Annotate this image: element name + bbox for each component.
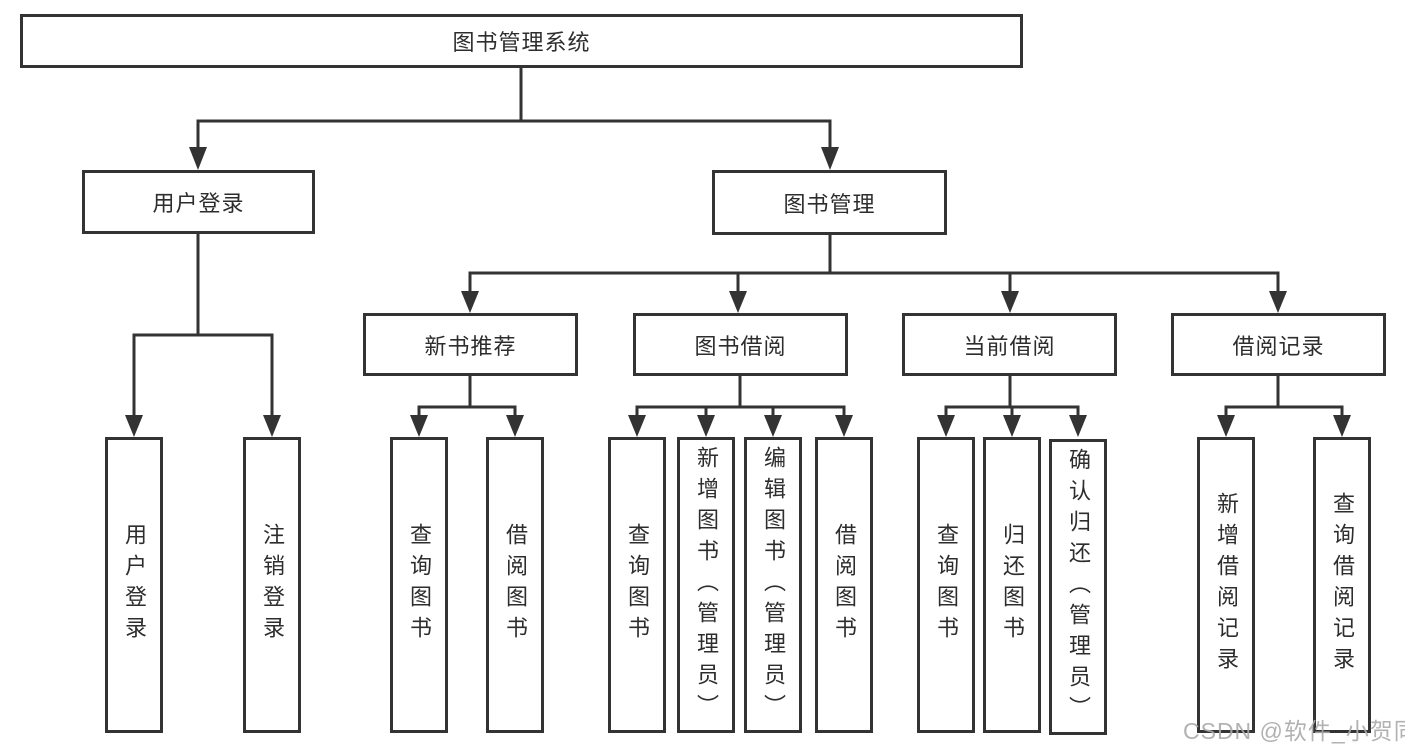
node-book-management: 图书管理 (712, 170, 947, 235)
leaf-return-book: 归还图书 (983, 437, 1041, 733)
csdn-watermark: CSDN @软件_小贺同学 (1183, 718, 1405, 744)
node-root-label: 图书管理系统 (452, 30, 591, 55)
leaf-query-borrow-record-label: 查询借阅记录 (1330, 492, 1355, 678)
leaf-add-borrow-record: 新增借阅记录 (1197, 437, 1255, 733)
leaf-user-login-label: 用户登录 (122, 523, 147, 647)
leaf-query-borrow-record: 查询借阅记录 (1313, 437, 1371, 733)
node-current-borrow: 当前借阅 (902, 313, 1117, 376)
node-borrow-records: 借阅记录 (1171, 313, 1386, 376)
node-book-management-label: 图书管理 (783, 191, 876, 217)
leaf-query-books-2: 查询图书 (608, 437, 666, 733)
leaf-borrow-books-1-label: 借阅图书 (503, 523, 528, 647)
node-root: 图书管理系统 (20, 14, 1023, 68)
leaf-borrow-books-2: 借阅图书 (815, 437, 873, 733)
leaf-add-book-admin-label: 新增图书（管理员） (694, 445, 719, 725)
leaf-query-books-3: 查询图书 (917, 437, 975, 733)
leaf-edit-book-admin-label: 编辑图书（管理员） (761, 445, 786, 725)
leaf-user-login: 用户登录 (105, 437, 163, 733)
leaf-confirm-return-admin: 确认归还（管理员） (1049, 439, 1107, 735)
leaf-add-book-admin: 新增图书（管理员） (677, 437, 735, 733)
node-new-book-recommend-label: 新书推荐 (424, 333, 517, 359)
leaf-add-borrow-record-label: 新增借阅记录 (1214, 492, 1239, 678)
leaf-query-books-1-label: 查询图书 (407, 523, 432, 647)
node-current-borrow-label: 当前借阅 (963, 333, 1056, 359)
leaf-borrow-books-1: 借阅图书 (486, 437, 544, 733)
leaf-logout: 注销登录 (243, 437, 301, 733)
leaf-query-books-3-label: 查询图书 (934, 523, 959, 647)
node-user-login: 用户登录 (82, 170, 315, 234)
node-book-borrow-label: 图书借阅 (694, 333, 787, 359)
leaf-logout-label: 注销登录 (260, 523, 285, 647)
leaf-query-books-1: 查询图书 (390, 437, 448, 733)
leaf-borrow-books-2-label: 借阅图书 (832, 523, 857, 647)
leaf-return-book-label: 归还图书 (1000, 523, 1025, 647)
leaf-edit-book-admin: 编辑图书（管理员） (744, 437, 802, 733)
node-user-login-label: 用户登录 (152, 191, 245, 216)
node-borrow-records-label: 借阅记录 (1232, 333, 1325, 359)
node-book-borrow: 图书借阅 (633, 313, 848, 376)
node-new-book-recommend: 新书推荐 (363, 313, 578, 376)
leaf-confirm-return-admin-label: 确认归还（管理员） (1066, 447, 1091, 727)
leaf-query-books-2-label: 查询图书 (625, 523, 650, 647)
